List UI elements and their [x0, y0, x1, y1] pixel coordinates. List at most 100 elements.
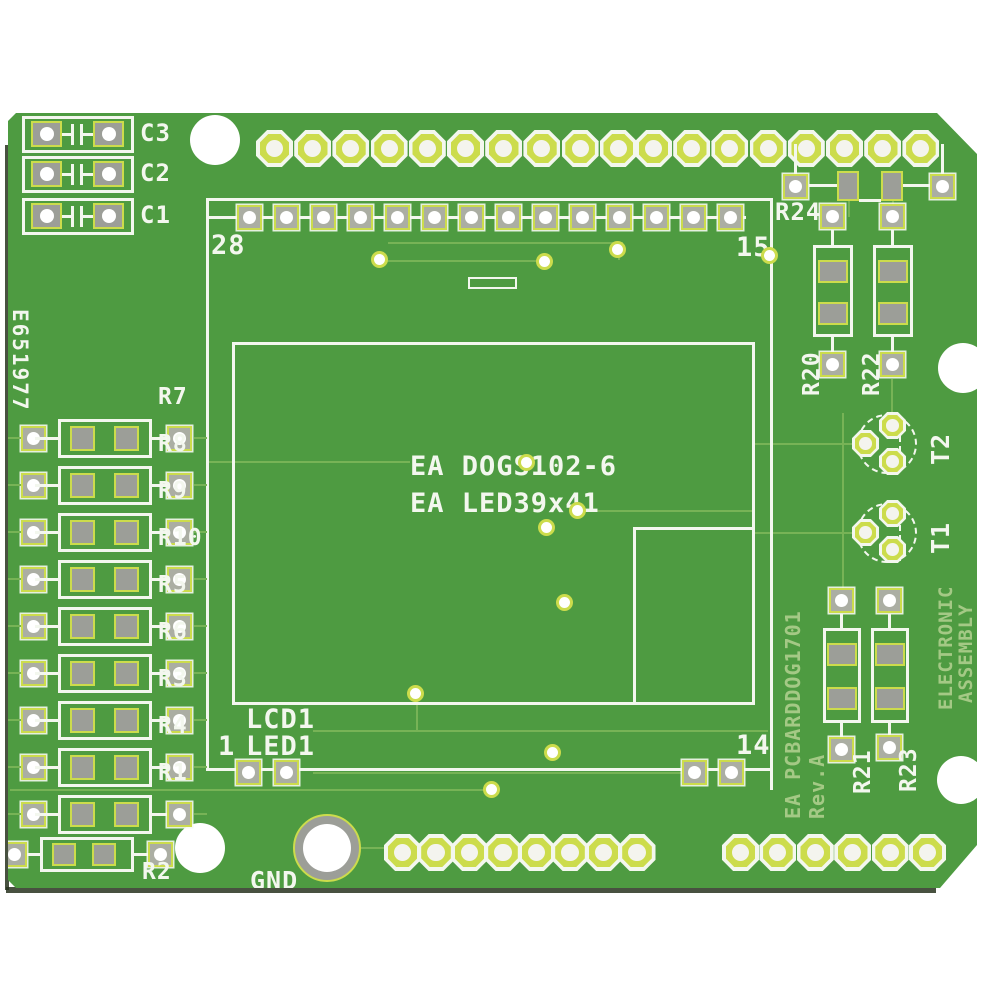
lead-line [27, 853, 41, 856]
lead-line [891, 230, 894, 245]
via [407, 685, 424, 702]
trace [361, 847, 403, 849]
lead-line [831, 337, 834, 352]
trace [10, 789, 484, 791]
smd-pad [114, 567, 139, 592]
refdes-label: R10 [158, 525, 203, 551]
through-hole-pad [167, 755, 192, 780]
transistor-pad [879, 500, 906, 527]
lead-line [35, 625, 58, 628]
lead-line [152, 813, 167, 816]
refdes-label: R5 [158, 572, 188, 598]
lead-line [152, 766, 167, 769]
lead-line [35, 719, 58, 722]
component-outline [22, 116, 134, 153]
trace [313, 730, 768, 732]
lcd-display-window [232, 342, 755, 705]
lead-line [35, 531, 58, 534]
through-hole-pad [167, 567, 192, 592]
through-hole-pad [167, 708, 192, 733]
trace [8, 578, 21, 580]
smd-pad [114, 520, 139, 545]
component-outline [871, 628, 909, 723]
trace [194, 719, 207, 721]
smd-pad [70, 473, 95, 498]
backlight-model-text: EA LED39x41 [410, 488, 600, 519]
via [538, 519, 555, 536]
smd-pad [875, 687, 905, 710]
smd-pad [114, 426, 139, 451]
lead-line [62, 215, 71, 218]
resistor-footprint: R4 [8, 715, 213, 788]
header-pin-pad [902, 130, 940, 167]
lcd-pin-pad [459, 205, 484, 230]
smd-pad [93, 121, 124, 147]
lead-line [152, 531, 167, 534]
refdes-label: R4 [158, 713, 188, 739]
header-pin-pad [618, 834, 656, 871]
through-hole-pad [880, 204, 905, 229]
outline-extension [770, 768, 773, 790]
trace [194, 531, 207, 533]
transistor-pad [852, 519, 879, 546]
display-window-notch [633, 527, 755, 530]
trace [388, 242, 623, 244]
resistor-footprint: R3 [8, 668, 213, 741]
via [609, 241, 626, 258]
smd-pad [52, 843, 76, 866]
lead-line [809, 184, 837, 187]
pcb-board: E651977 C3 C2 [8, 113, 977, 888]
header-pin-pad [294, 130, 332, 167]
lead-line [83, 133, 93, 136]
through-hole-pad [820, 204, 845, 229]
trace [8, 625, 21, 627]
header-pin-pad [447, 130, 484, 167]
trace [380, 260, 546, 262]
via [761, 247, 778, 264]
lcd-pin-pad [533, 205, 558, 230]
header-pin-pad [485, 130, 523, 167]
resistor-footprint: R6 [8, 621, 213, 694]
capacitor-footprint: C3 [22, 116, 202, 154]
through-hole-pad [167, 426, 192, 451]
trace [8, 719, 21, 721]
refdes-label: C1 [140, 201, 171, 229]
trace [416, 696, 418, 730]
lcd-pin-pad [719, 760, 744, 785]
through-hole-pad [877, 735, 902, 760]
via [371, 251, 388, 268]
smd-pad [70, 802, 95, 827]
component-outline [22, 156, 134, 193]
mounting-hole-bottom-left [175, 823, 225, 873]
lcd-pin-pad [496, 205, 521, 230]
lcd-module-outline [206, 198, 773, 771]
refdes-label: R21 [850, 749, 876, 794]
smd-pad [827, 643, 857, 666]
trace [194, 484, 207, 486]
header-pin-pad [370, 130, 408, 167]
trace [8, 766, 21, 768]
smd-pad [93, 161, 124, 187]
smd-pad [818, 302, 848, 325]
component-outline [58, 748, 152, 787]
capacitor-symbol [71, 206, 74, 227]
capacitor-symbol [80, 164, 83, 185]
resistor-footprint: R8 [8, 433, 213, 506]
resistor-footprint: R1 [8, 762, 213, 835]
lead-line [831, 230, 834, 245]
through-hole-pad [880, 352, 905, 377]
header-pin-pad [871, 834, 909, 871]
through-hole-pad [8, 842, 27, 867]
trace [8, 531, 21, 533]
lcd-refdes: LCD1 [246, 704, 316, 735]
component-outline [58, 419, 152, 458]
lead-line [891, 337, 894, 352]
lcd-pin-pad [311, 205, 336, 230]
trace [206, 461, 410, 463]
smd-pad [114, 755, 139, 780]
revision-text: Rev.A [805, 753, 829, 819]
mounting-hole-top-left [190, 115, 240, 165]
header-pin-pad [864, 130, 902, 167]
silkscreen-marker-rect [468, 277, 517, 289]
